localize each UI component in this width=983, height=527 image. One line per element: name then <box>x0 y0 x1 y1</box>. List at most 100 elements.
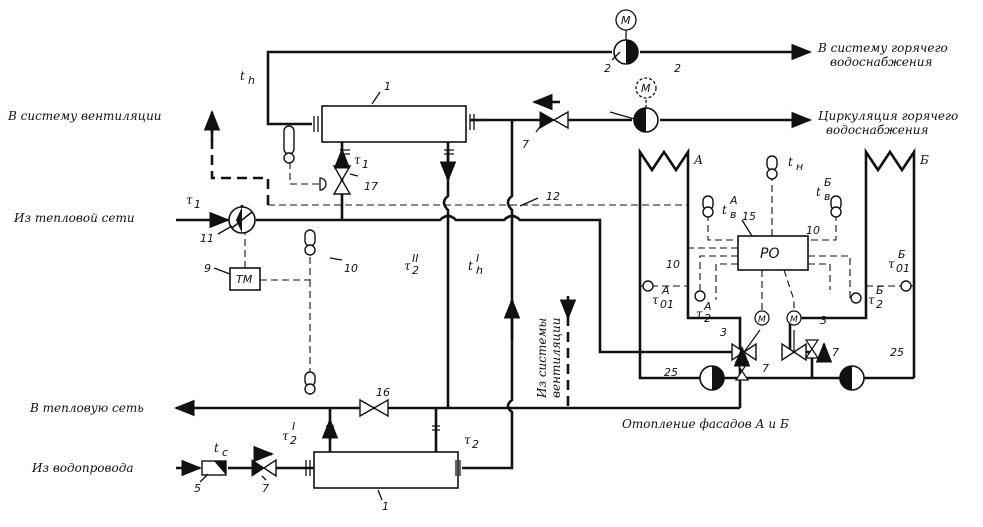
svg-text:II: II <box>412 252 419 265</box>
num-1-bottom: 1 <box>382 500 389 513</box>
pump-2-circulation <box>633 77 659 133</box>
sensor-tv-b <box>830 195 842 218</box>
motor-label-circ: М <box>641 82 651 95</box>
svg-text:Б: Б <box>876 284 884 297</box>
motor-label-3b: М <box>790 315 798 325</box>
svg-text:t: t <box>240 69 245 83</box>
sensor-tau01-a <box>642 280 654 292</box>
svg-text:01: 01 <box>660 298 674 311</box>
heat-exchanger-top <box>321 105 467 143</box>
sensor-tau2-b <box>850 292 862 304</box>
num-15: 15 <box>742 210 756 223</box>
sensor-tn <box>766 155 778 180</box>
svg-text:1: 1 <box>362 158 369 171</box>
filter-5 <box>201 460 227 476</box>
num-11: 11 <box>200 232 214 245</box>
svg-text:1: 1 <box>194 198 201 211</box>
num-7-a: 7 <box>762 362 769 375</box>
tau2-ii-pipe <box>442 138 450 408</box>
label-to-hot-water: В систему горячего <box>817 41 948 55</box>
label-from-water-supply: Из водопровода <box>31 461 133 475</box>
radiator-b <box>864 147 916 173</box>
label-to-heat-network: В тепловую сеть <box>29 401 144 415</box>
num-5: 5 <box>194 482 201 495</box>
flanges <box>305 114 475 476</box>
hx1-left-pipe <box>266 118 312 126</box>
signal-ro-left <box>699 214 738 300</box>
svg-text:2: 2 <box>472 438 479 451</box>
svg-text:τ: τ <box>354 153 361 167</box>
valve-16 <box>359 398 389 418</box>
svg-text:c: c <box>222 446 228 459</box>
motor-label-top: М <box>621 14 631 27</box>
svg-text:t: t <box>214 441 219 455</box>
signal-line-17 <box>289 162 320 185</box>
num-2-top: 2 <box>604 62 611 75</box>
sensor-tau01-b <box>900 280 912 292</box>
svg-text:t: t <box>722 203 727 217</box>
svg-text:2: 2 <box>290 434 297 447</box>
label-facade-b: Б <box>919 153 929 167</box>
valve-7-circulation <box>539 110 569 130</box>
facade-a-circuit <box>638 170 742 352</box>
label-circulation: Циркуляция горячего <box>818 109 958 123</box>
label-from-ventilation: Из системы <box>535 318 549 399</box>
svg-text:2: 2 <box>876 298 883 311</box>
radiator-a <box>638 147 690 173</box>
ro-label: РО <box>760 246 779 262</box>
label-facade-a: А <box>693 153 703 167</box>
num-2-circ: 2 <box>674 62 681 75</box>
svg-text:01: 01 <box>896 262 910 275</box>
svg-text:2: 2 <box>412 264 419 277</box>
svg-text:τ: τ <box>696 307 703 321</box>
sensor-10-bottom <box>304 371 316 395</box>
label-from-heat-network: Из тепловой сети <box>13 211 135 225</box>
sensor-tau2-a <box>694 290 706 302</box>
pump-25-a <box>699 365 725 391</box>
signal-ro-valves <box>761 269 795 311</box>
num-9: 9 <box>204 262 211 275</box>
sensor-10-top <box>304 229 316 256</box>
valve-3-b <box>781 310 807 362</box>
leader-lines <box>199 51 753 501</box>
num-25-a: 25 <box>664 366 678 379</box>
heat-exchanger-bottom <box>313 451 459 489</box>
svg-text:t: t <box>816 185 821 199</box>
svg-text:τ: τ <box>186 193 193 207</box>
actuator-17 <box>319 177 327 191</box>
signal-line-10 <box>260 252 311 372</box>
num-10-left: 10 <box>344 262 358 275</box>
svg-text:τ: τ <box>464 433 471 447</box>
label-to-hot-water-2: водоснабжения <box>830 55 933 69</box>
pump-25-b <box>839 365 865 391</box>
valve-11 <box>228 206 256 234</box>
heat-network-supply-pipe-2 <box>256 214 740 354</box>
sensor-thermometer-17 <box>283 125 295 164</box>
th1-riser <box>462 120 514 470</box>
svg-text:н: н <box>796 160 803 173</box>
svg-text:τ: τ <box>868 293 875 307</box>
svg-text:τ: τ <box>404 259 411 273</box>
svg-text:в: в <box>730 208 736 221</box>
valve-7-b <box>804 339 820 359</box>
num-3-b: 3 <box>820 314 827 327</box>
svg-text:I: I <box>292 420 295 433</box>
svg-text:I: I <box>476 252 479 265</box>
num-1-top: 1 <box>384 80 391 93</box>
svg-text:2: 2 <box>704 312 711 325</box>
svg-text:h: h <box>476 264 483 277</box>
num-7-circ: 7 <box>522 138 529 151</box>
pump-2-top <box>613 9 639 65</box>
facade-b-circuit <box>788 170 916 378</box>
